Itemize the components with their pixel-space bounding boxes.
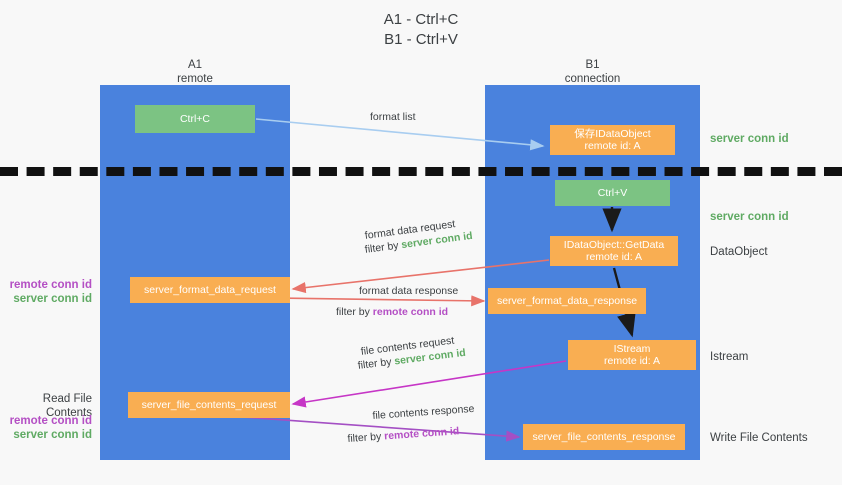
node-save-idataobject-line1: 保存IDataObject bbox=[574, 127, 651, 140]
filter-value-remote-conn-id: remote conn id bbox=[383, 425, 460, 443]
filter-prefix: filter by bbox=[347, 430, 385, 445]
annotation-istream: Istream bbox=[710, 351, 749, 363]
annotation-remote-conn-id-1: remote conn id bbox=[9, 279, 92, 291]
annotation-conn-ids-format: remote conn id server conn id bbox=[0, 278, 92, 306]
filter-prefix: filter by bbox=[336, 306, 373, 318]
filter-value-remote-conn-id: remote conn id bbox=[372, 306, 449, 318]
edge-label-format-data-response: format data response bbox=[359, 285, 459, 297]
filter-prefix: filter by bbox=[364, 239, 403, 256]
edge-label-format-list: format list bbox=[370, 111, 416, 123]
node-istream-line2: remote id: A bbox=[603, 355, 661, 367]
page-title: A1 - Ctrl+C B1 - Ctrl+V bbox=[0, 10, 842, 50]
node-istream[interactable]: IStream remote id: A bbox=[568, 340, 696, 370]
phase-divider bbox=[0, 167, 842, 176]
node-istream-line1: IStream bbox=[613, 342, 651, 355]
node-save-idataobject[interactable]: 保存IDataObject remote id: A bbox=[550, 125, 675, 155]
node-server-file-contents-request[interactable]: server_file_contents_request bbox=[128, 392, 290, 418]
annotation-server-conn-id-2: server conn id bbox=[13, 429, 92, 441]
title-line-1: A1 - Ctrl+C bbox=[383, 11, 459, 28]
node-ctrl-c[interactable]: Ctrl+C bbox=[135, 105, 255, 133]
column-a1-name: A1 bbox=[187, 59, 203, 71]
node-server-file-contents-response-label: server_file_contents_response bbox=[532, 430, 676, 443]
filter-prefix: filter by bbox=[357, 355, 396, 372]
annotation-write-file-contents: Write File Contents bbox=[710, 432, 808, 444]
node-server-format-data-request[interactable]: server_format_data_request bbox=[130, 277, 290, 303]
column-b1-name: B1 bbox=[585, 59, 600, 71]
edge-label-file-contents-response: file contents response bbox=[372, 402, 475, 422]
node-getdata-line2: remote id: A bbox=[585, 251, 642, 263]
node-ctrl-v-label: Ctrl+V bbox=[597, 186, 628, 199]
annotation-remote-conn-id-2: remote conn id bbox=[9, 415, 92, 427]
column-header-a1: A1 remote bbox=[130, 58, 260, 86]
column-header-b1: B1 connection bbox=[525, 58, 660, 86]
annotation-server-conn-id-top: server conn id bbox=[710, 133, 789, 145]
column-a1-role: remote bbox=[177, 73, 213, 85]
node-server-format-data-request-label: server_format_data_request bbox=[144, 283, 276, 296]
node-server-format-data-response-label: server_format_data_response bbox=[496, 294, 638, 307]
node-getdata-line1: IDataObject::GetData bbox=[563, 238, 665, 251]
node-ctrl-c-label: Ctrl+C bbox=[179, 112, 211, 125]
node-server-file-contents-request-label: server_file_contents_request bbox=[141, 398, 277, 411]
annotation-read-file-contents: Read File Contents bbox=[42, 393, 92, 419]
edge-filter-format-data-response: filter by remote conn id bbox=[336, 305, 448, 319]
node-server-file-contents-response[interactable]: server_file_contents_response bbox=[523, 424, 685, 450]
annotation-dataobject: DataObject bbox=[710, 246, 768, 258]
annotation-server-conn-id-mid: server conn id bbox=[710, 211, 789, 223]
edge-filter-file-contents-response: filter by remote conn id bbox=[347, 424, 460, 446]
node-idataobject-getdata[interactable]: IDataObject::GetData remote id: A bbox=[550, 236, 678, 266]
column-b1-role: connection bbox=[564, 73, 621, 85]
node-server-format-data-response[interactable]: server_format_data_response bbox=[488, 288, 646, 314]
node-save-idataobject-line2: remote id: A bbox=[584, 140, 641, 152]
title-line-2: B1 - Ctrl+V bbox=[384, 31, 458, 48]
annotation-server-conn-id-1: server conn id bbox=[13, 293, 92, 305]
node-ctrl-v[interactable]: Ctrl+V bbox=[555, 180, 670, 206]
annotation-conn-ids-file: remote conn id server conn id bbox=[0, 414, 92, 442]
